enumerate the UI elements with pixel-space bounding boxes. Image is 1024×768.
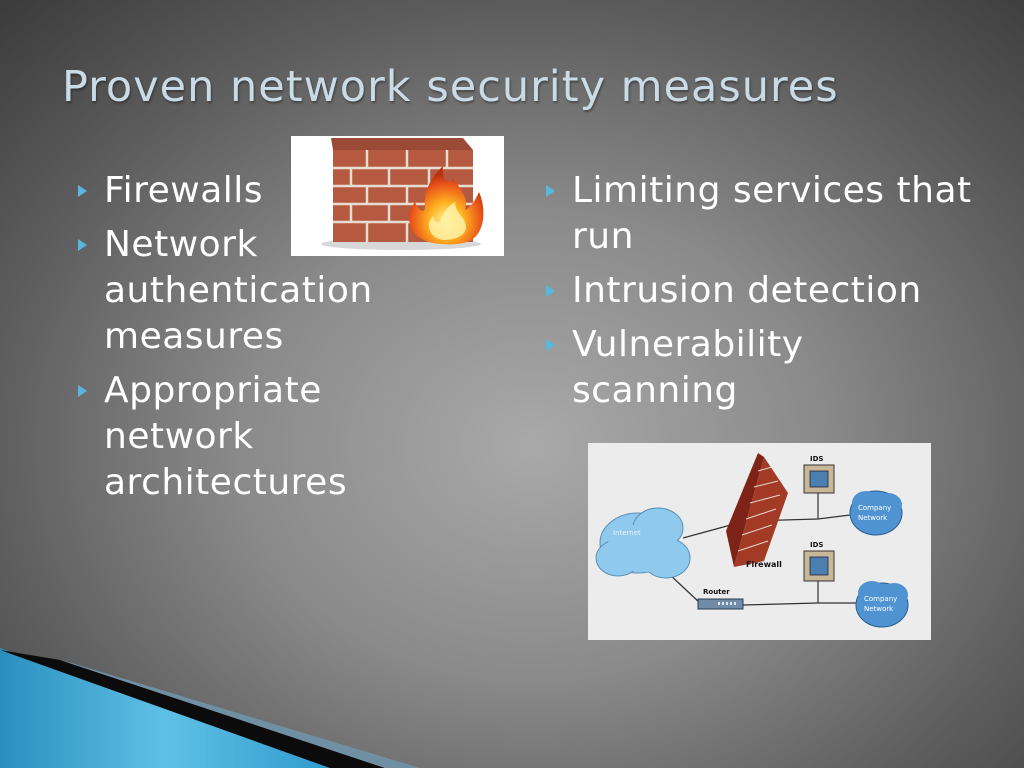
bullet-triangle-icon [546, 339, 555, 351]
firewall-image [291, 136, 504, 256]
firewall-wall-icon [726, 453, 788, 567]
ids-bottom-label: IDS [810, 541, 823, 549]
bullet-text: Intrusion detection [572, 270, 922, 311]
router-icon [697, 598, 744, 610]
bullet-item-network-architectures: Appropriate network architectures [74, 368, 404, 506]
ids-top-label: IDS [810, 455, 823, 463]
bullet-item-firewalls: Firewalls [74, 168, 404, 214]
network-diagram: Internet Firewall IDS IDS [588, 443, 931, 640]
internet-cloud-icon [595, 507, 691, 579]
network-diagram-graphic: Internet Firewall IDS IDS [595, 453, 909, 628]
company-network-cloud-icon [849, 490, 903, 536]
bullet-item-intrusion-detection: Intrusion detection [542, 268, 972, 314]
bullet-text: Appropriate network architectures [104, 370, 348, 503]
company-network-label-2: Network [858, 514, 888, 522]
router-label: Router [703, 588, 730, 596]
bullet-text: Limiting services that run [572, 170, 972, 257]
ids-top-icon [803, 464, 835, 494]
right-bullet-list: Limiting services that run Intrusion det… [542, 168, 972, 422]
bullet-item-vulnerability-scanning: Vulnerability scanning [542, 322, 972, 414]
bullet-text: Network authentication measures [104, 224, 373, 357]
company-network-cloud-icon [855, 581, 909, 628]
bullet-text: Vulnerability scanning [572, 324, 804, 411]
firewall-label: Firewall [746, 560, 782, 569]
bullet-triangle-icon [546, 285, 555, 297]
bullet-triangle-icon [78, 239, 87, 251]
bullet-item-limiting-services: Limiting services that run [542, 168, 972, 260]
bullet-triangle-icon [78, 385, 87, 397]
slide-title: Proven network security measures [62, 62, 839, 112]
company-network2-label-1: Company [864, 595, 897, 603]
company-network-label-1: Company [858, 504, 891, 512]
brick-wall-fire-icon [321, 138, 484, 250]
company-network2-label-2: Network [864, 605, 894, 613]
left-bullet-list: Firewalls Network authentication measure… [74, 168, 404, 514]
bullet-triangle-icon [546, 185, 555, 197]
ids-bottom-icon [803, 550, 835, 582]
bullet-item-network-authentication: Network authentication measures [74, 222, 404, 360]
bullet-triangle-icon [78, 185, 87, 197]
internet-label: Internet [613, 529, 641, 537]
bullet-text: Firewalls [104, 170, 264, 211]
